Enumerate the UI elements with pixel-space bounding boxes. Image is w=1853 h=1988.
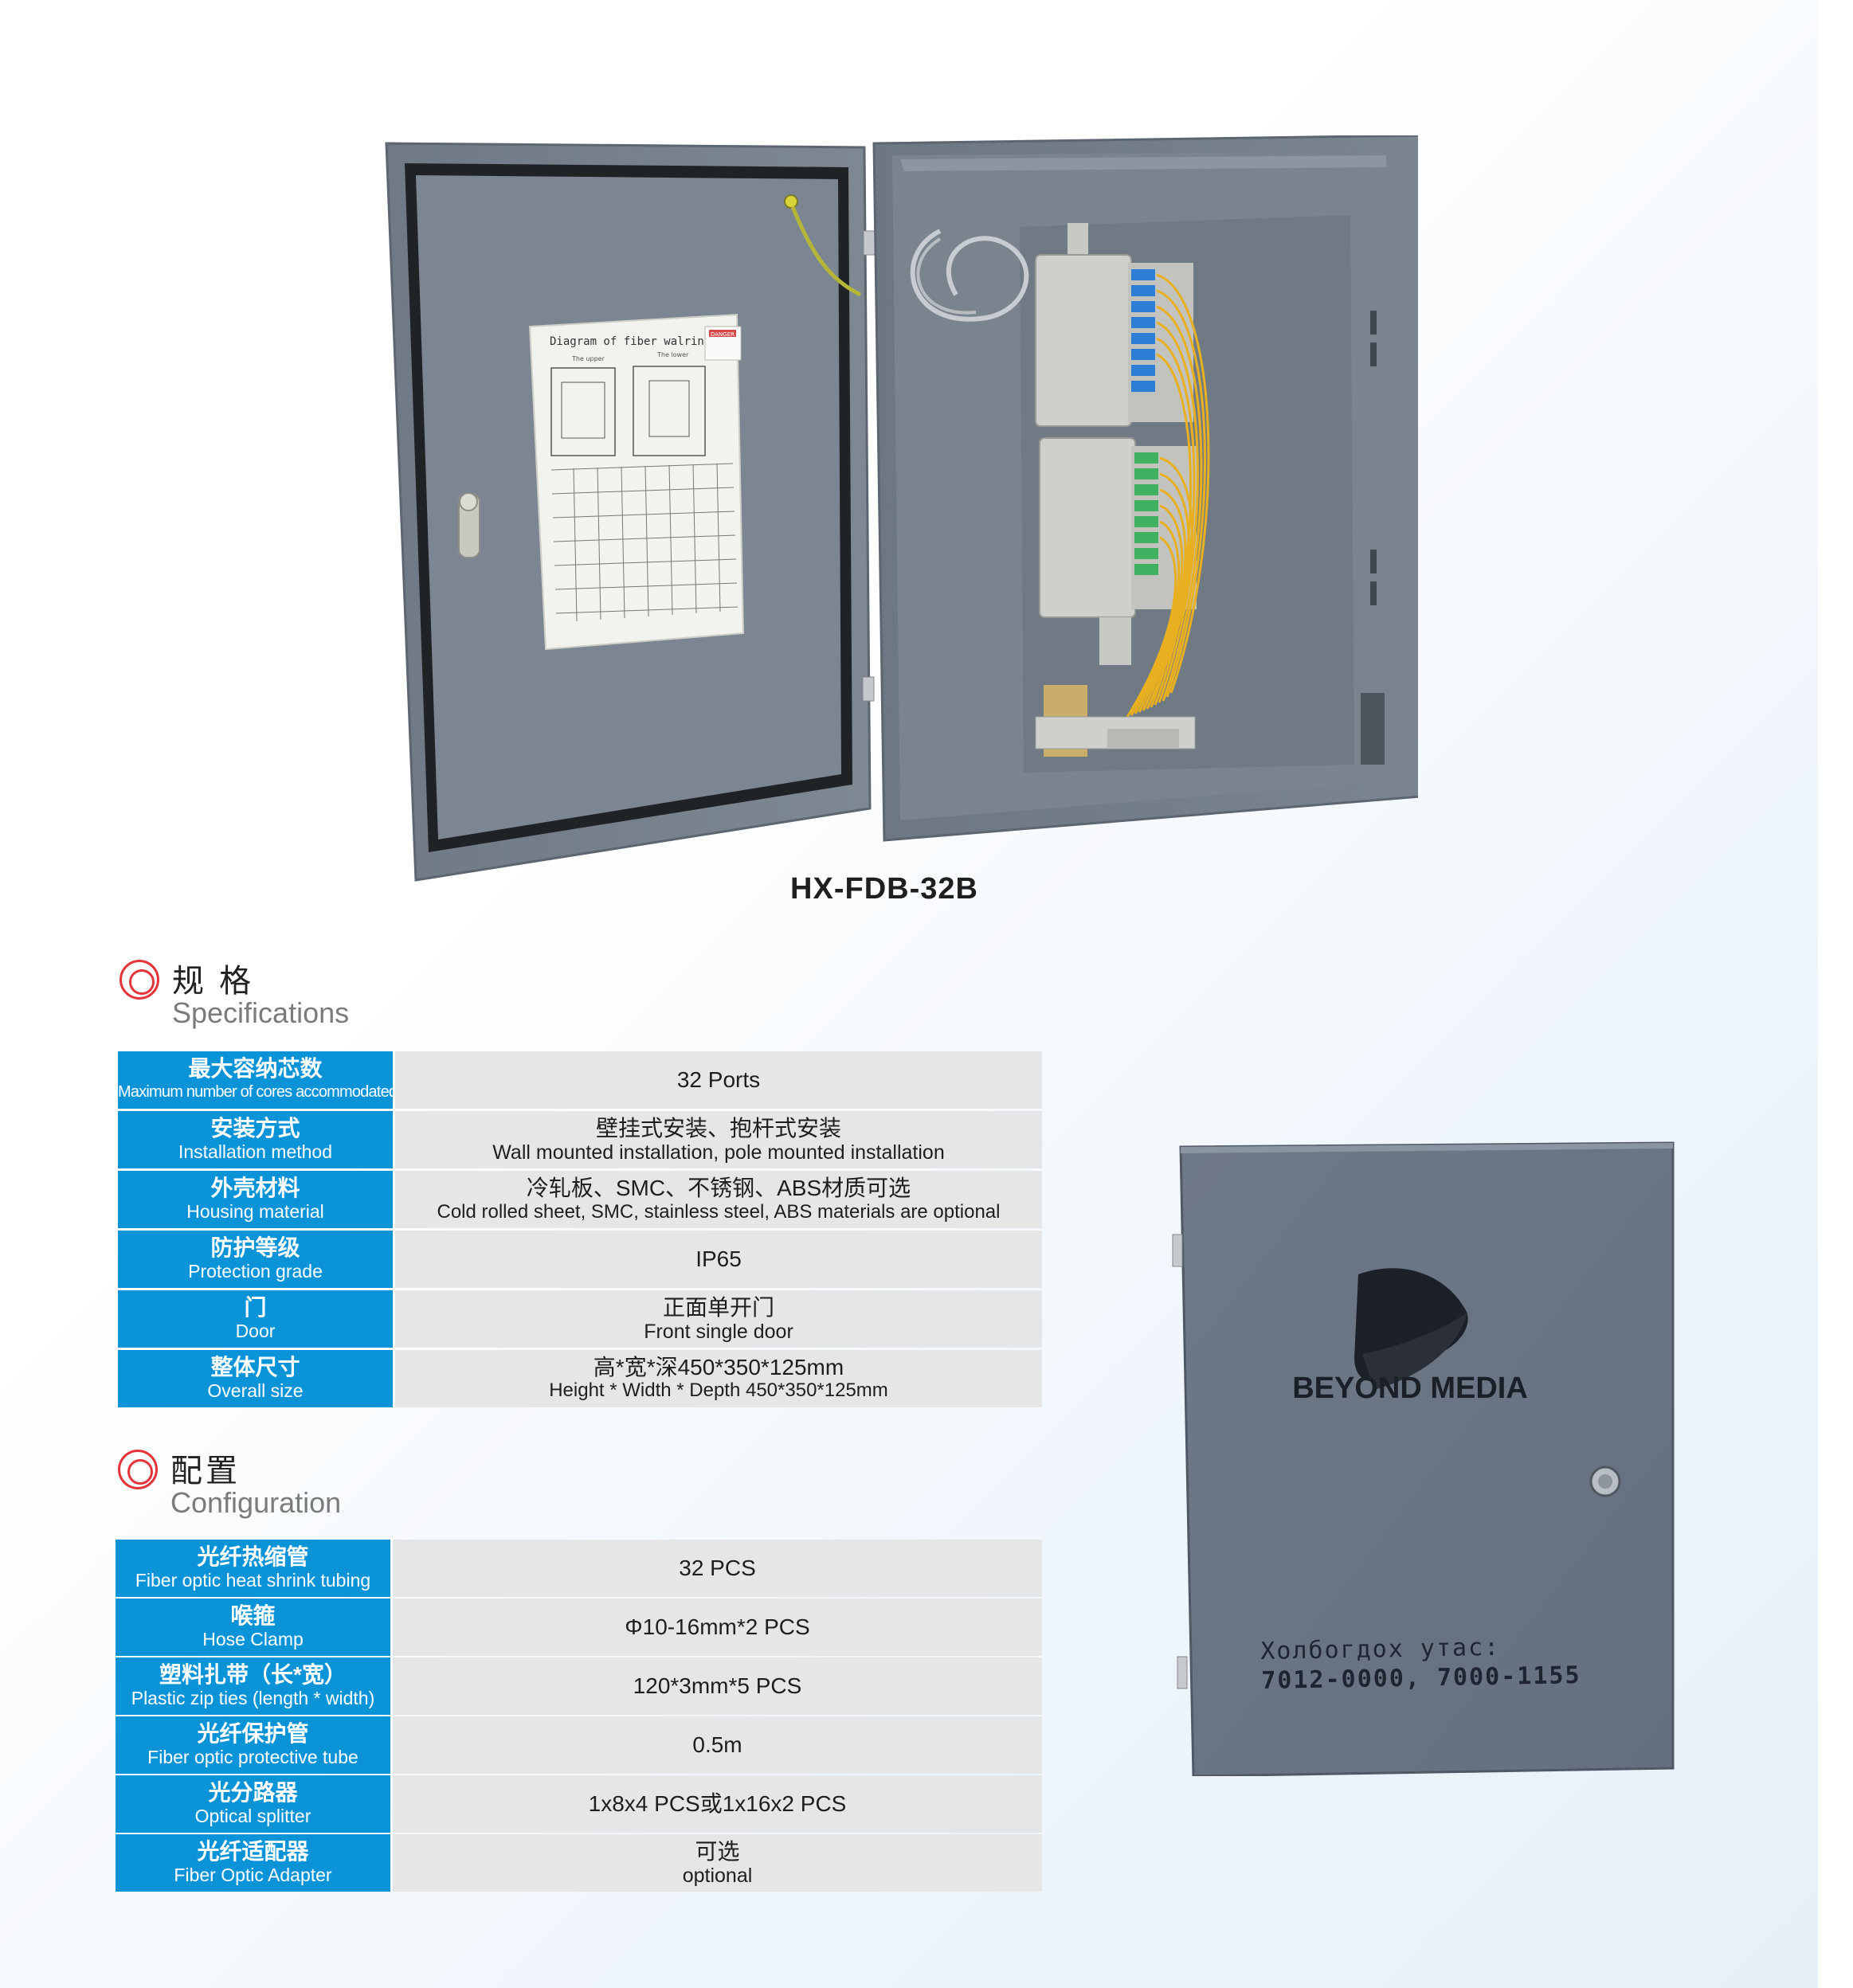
- side-slots: [1370, 311, 1377, 605]
- closed-cabinet-image: [1172, 1141, 1675, 1776]
- value-en: Cold rolled sheet, SMC, stainless steel,…: [437, 1201, 1001, 1223]
- value-cn: 正面单开门: [662, 1295, 774, 1320]
- value-cn: 壁挂式安装、抱杆式安装: [595, 1116, 841, 1141]
- row-label: 安装方式 Installation method: [118, 1111, 393, 1168]
- value-en: optional: [682, 1865, 753, 1887]
- door-lock-icon: [458, 492, 480, 558]
- diagram-title: Diagram of fiber walring: [550, 335, 711, 348]
- row-label: 光纤适配器 Fiber Optic Adapter: [116, 1834, 390, 1892]
- label-cn: 最大容纳芯数: [188, 1056, 323, 1081]
- row-label: 光纤保护管 Fiber optic protective tube: [116, 1716, 390, 1774]
- row-value: 高*宽*深450*350*125mm Height * Width * Dept…: [395, 1350, 1042, 1407]
- configuration-title-cn: 配置: [170, 1454, 241, 1489]
- label-cn: 外壳材料: [210, 1176, 300, 1200]
- label-en: Door: [235, 1321, 276, 1341]
- value-cn: 高*宽*深450*350*125mm: [593, 1355, 844, 1379]
- label-cn: 光纤热缩管: [197, 1544, 309, 1569]
- label-en: Housing material: [186, 1201, 324, 1222]
- row-label: 光纤热缩管 Fiber optic heat shrink tubing: [116, 1540, 390, 1597]
- row-label: 门 Door: [118, 1290, 393, 1348]
- row-label: 喉箍 Hose Clamp: [116, 1599, 390, 1656]
- row-value: 正面单开门 Front single door: [395, 1290, 1042, 1348]
- row-label: 光分路器 Optical splitter: [116, 1775, 390, 1833]
- value: Φ10-16mm*2 PCS: [625, 1614, 810, 1639]
- fiber-coil: [910, 229, 1029, 322]
- value-en: Height * Width * Depth 450*350*125mm: [549, 1379, 888, 1401]
- label-cn: 安装方式: [210, 1116, 300, 1141]
- specifications-title-cn: 规 格: [172, 964, 255, 999]
- section-circle-icon: [119, 960, 159, 1000]
- label-cn: 喉箍: [230, 1603, 276, 1628]
- contact-label: Холбогдох утас:: [1260, 1633, 1501, 1665]
- specifications-title-en: Specifications: [172, 996, 350, 1029]
- label-en: Installation method: [178, 1141, 333, 1162]
- brand-name-label: BEYOND MEDIA: [1292, 1372, 1528, 1405]
- row-value: 冷轧板、SMC、不锈钢、ABS材质可选 Cold rolled sheet, S…: [395, 1171, 1042, 1228]
- label-en: Fiber Optic Adapter: [174, 1865, 332, 1885]
- row-value: 壁挂式安装、抱杆式安装 Wall mounted installation, p…: [395, 1111, 1042, 1168]
- label-en: Maximum number of cores accommodated: [118, 1083, 393, 1101]
- row-value: 120*3mm*5 PCS: [393, 1657, 1042, 1715]
- page-right-margin: [1818, 0, 1853, 1988]
- section-circle-icon: [118, 1450, 158, 1489]
- label-cn: 光分路器: [208, 1780, 298, 1805]
- open-cabinet-image: Diagram of fiber walring The upper The l…: [385, 135, 1418, 882]
- row-label: 整体尺寸 Overall size: [118, 1350, 393, 1407]
- label-cn: 光纤保护管: [197, 1721, 309, 1746]
- row-value: 可选 optional: [393, 1834, 1042, 1892]
- value-cn: 冷轧板、SMC、不锈钢、ABS材质可选: [526, 1176, 911, 1200]
- label-en: Fiber optic heat shrink tubing: [135, 1570, 371, 1591]
- row-label: 外壳材料 Housing material: [118, 1171, 393, 1228]
- label-cn: 整体尺寸: [210, 1355, 300, 1379]
- row-value: 1x8x4 PCS或1x16x2 PCS: [393, 1775, 1042, 1833]
- fiber-pigtails: [1126, 273, 1210, 718]
- product-model-label: HX-FDB-32B: [790, 872, 978, 906]
- danger-label: DANGER: [711, 331, 735, 338]
- hinge-bottom: [1177, 1656, 1188, 1689]
- label-cn: 门: [244, 1295, 267, 1320]
- label-en: Hose Clamp: [202, 1629, 304, 1649]
- value-en: Wall mounted installation, pole mounted …: [492, 1141, 945, 1164]
- contact-phones: 7012-0000, 7000-1155: [1261, 1661, 1581, 1695]
- value: 1x8x4 PCS或1x16x2 PCS: [588, 1791, 847, 1816]
- value: 0.5m: [692, 1732, 742, 1757]
- row-value: 0.5m: [393, 1716, 1042, 1774]
- lock-icon: [1589, 1466, 1621, 1497]
- label-cn: 防护等级: [210, 1235, 300, 1260]
- value: 120*3mm*5 PCS: [633, 1673, 802, 1698]
- row-label: 塑料扎带（长*宽） Plastic zip ties (length * wid…: [116, 1657, 390, 1715]
- hinge-top: [1172, 1234, 1183, 1267]
- value-en: Front single door: [644, 1321, 793, 1343]
- row-value: Φ10-16mm*2 PCS: [393, 1599, 1042, 1656]
- label-en: Optical splitter: [194, 1806, 311, 1826]
- row-value: 32 Ports: [395, 1051, 1042, 1109]
- hinge-bottom: [862, 676, 875, 702]
- label-cn: 塑料扎带（长*宽）: [159, 1662, 347, 1687]
- row-value: 32 PCS: [393, 1540, 1042, 1597]
- value: 32 Ports: [676, 1067, 761, 1092]
- fiber-diagram-sheet: Diagram of fiber walring The upper The l…: [528, 313, 745, 651]
- label-en: Plastic zip ties (length * width): [131, 1688, 375, 1708]
- brand-logo-icon: [1354, 1268, 1468, 1390]
- hinge-top: [863, 230, 876, 256]
- row-label: 最大容纳芯数 Maximum number of cores accommoda…: [118, 1051, 393, 1109]
- value: 32 PCS: [679, 1556, 756, 1580]
- label-cn: 光纤适配器: [197, 1839, 309, 1864]
- cabinet-front: [1179, 1141, 1675, 1776]
- value-cn: 可选: [695, 1839, 740, 1864]
- diagram-lower-label: The lower: [656, 351, 689, 358]
- row-label: 防护等级 Protection grade: [118, 1231, 393, 1288]
- diagram-upper-label: The upper: [571, 355, 605, 362]
- label-en: Protection grade: [188, 1261, 323, 1282]
- value: IP65: [695, 1246, 742, 1271]
- label-en: Fiber optic protective tube: [147, 1747, 358, 1767]
- splitter-module-bottom: [1039, 437, 1197, 665]
- label-en: Overall size: [207, 1380, 304, 1401]
- configuration-title-en: Configuration: [170, 1486, 342, 1519]
- row-value: IP65: [395, 1231, 1042, 1288]
- splitter-module-top: [1035, 223, 1193, 427]
